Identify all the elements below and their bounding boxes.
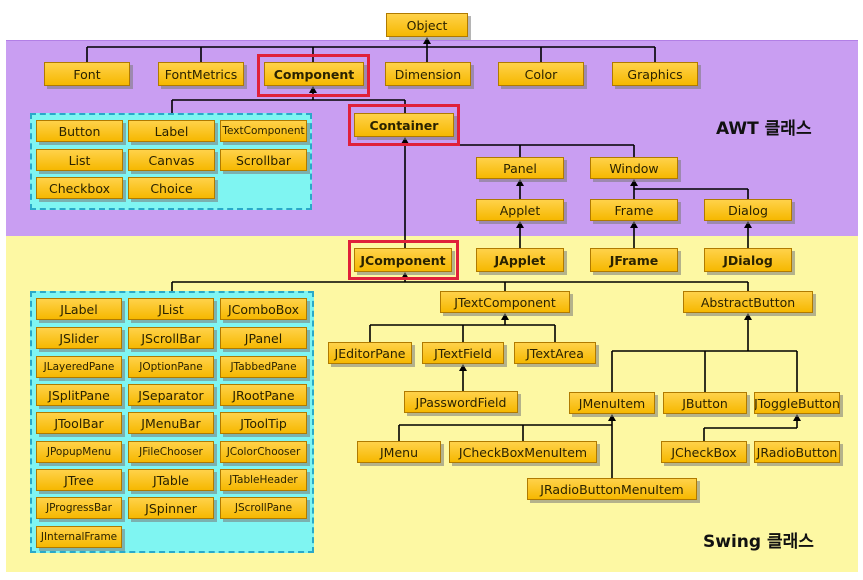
inheritance-arrowhead: [516, 179, 524, 186]
node-jcombobox: JComboBox: [220, 298, 307, 320]
node-jpopupmenu: JPopupMenu: [36, 441, 122, 463]
node-jtable: JTable: [128, 469, 214, 491]
node-jcheckbox: JCheckBox: [661, 441, 747, 463]
node-jradiobuttonmenuitem: JRadioButtonMenuItem: [527, 478, 697, 500]
node-japplet: JApplet: [476, 248, 564, 272]
node-jtree: JTree: [36, 469, 122, 491]
node-font: Font: [44, 62, 130, 86]
node-frame: Frame: [590, 199, 678, 221]
inheritance-arrowhead: [423, 37, 431, 44]
node-jtableheader: JTableHeader: [220, 469, 307, 491]
inheritance-arrowhead: [309, 86, 317, 93]
node-jtextarea: JTextArea: [514, 342, 596, 364]
node-jpasswordfield: JPasswordField: [404, 391, 518, 413]
swing-region-label: Swing 클래스: [703, 532, 814, 552]
inheritance-arrowhead: [608, 414, 616, 421]
node-object: Object: [386, 13, 468, 37]
node-jtoolbar: JToolBar: [36, 412, 122, 434]
node-applet: Applet: [476, 199, 564, 221]
node-fontmetrics: FontMetrics: [158, 62, 244, 86]
inheritance-arrowhead: [744, 221, 752, 228]
node-checkbox: Checkbox: [36, 177, 123, 199]
node-jprogressbar: JProgressBar: [36, 497, 122, 519]
node-list: List: [36, 149, 123, 171]
node-jtextfield: JTextField: [422, 342, 504, 364]
node-jslider: JSlider: [36, 327, 122, 349]
inheritance-arrowhead: [401, 137, 409, 144]
node-jcheckboxmenuitem: JCheckBoxMenuItem: [449, 441, 597, 463]
node-jspinner: JSpinner: [128, 497, 214, 519]
node-component: Component: [264, 62, 364, 86]
node-canvas: Canvas: [128, 149, 215, 171]
node-jinternalframe: JInternalFrame: [36, 526, 122, 548]
node-jtooltip: JToolTip: [220, 412, 307, 434]
node-joptionpane: JOptionPane: [128, 356, 214, 378]
node-jlabel: JLabel: [36, 298, 122, 320]
node-label: Label: [128, 120, 215, 142]
node-jlayeredpane: JLayeredPane: [36, 356, 122, 378]
node-jpanel: JPanel: [220, 327, 307, 349]
node-panel: Panel: [476, 157, 564, 179]
node-jlist: JList: [128, 298, 214, 320]
node-dialog: Dialog: [704, 199, 792, 221]
node-jmenu: JMenu: [357, 441, 441, 463]
awt-region-label: AWT 클래스: [716, 119, 812, 139]
inheritance-arrowhead: [516, 221, 524, 228]
node-jseparator: JSeparator: [128, 384, 214, 406]
node-color: Color: [498, 62, 584, 86]
node-jmenuitem: JMenuItem: [569, 392, 655, 414]
node-jrootpane: JRootPane: [220, 384, 307, 406]
node-window: Window: [590, 157, 678, 179]
inheritance-arrowhead: [793, 414, 801, 421]
node-jcolorchooser: JColorChooser: [220, 441, 307, 463]
node-jtextcomponent: JTextComponent: [440, 291, 570, 313]
node-jtabbedpane: JTabbedPane: [220, 356, 307, 378]
node-choice: Choice: [128, 177, 215, 199]
node-jradiobutton: JRadioButton: [754, 441, 840, 463]
inheritance-arrowhead: [459, 364, 467, 371]
node-jframe: JFrame: [590, 248, 678, 272]
inheritance-arrowhead: [744, 313, 752, 320]
highlight-container: [348, 104, 460, 146]
node-jtogglebutton: JToggleButton: [754, 392, 840, 414]
inheritance-arrowhead: [630, 179, 638, 186]
inheritance-arrowhead: [501, 313, 509, 320]
highlight-jcomponent: [348, 240, 459, 280]
node-jscrollbar: JScrollBar: [128, 327, 214, 349]
node-jdialog: JDialog: [704, 248, 792, 272]
node-graphics: Graphics: [612, 62, 698, 86]
node-container: Container: [354, 113, 454, 137]
node-scrollbar: Scrollbar: [220, 149, 307, 171]
highlight-component: [257, 54, 370, 97]
node-jcomponent: JComponent: [354, 248, 452, 272]
node-jsplitpane: JSplitPane: [36, 384, 122, 406]
node-jscrollpane: JScrollPane: [220, 497, 307, 519]
node-dimension: Dimension: [385, 62, 471, 86]
node-jfilechooser: JFileChooser: [128, 441, 214, 463]
node-jmenubar: JMenuBar: [128, 412, 214, 434]
node-jbutton: JButton: [663, 392, 747, 414]
node-button: Button: [36, 120, 123, 142]
node-jeditorpane: JEditorPane: [328, 342, 412, 364]
node-abstractbutton: AbstractButton: [683, 291, 813, 313]
node-textcomponent: TextComponent: [220, 120, 307, 142]
inheritance-arrowhead: [630, 221, 638, 228]
